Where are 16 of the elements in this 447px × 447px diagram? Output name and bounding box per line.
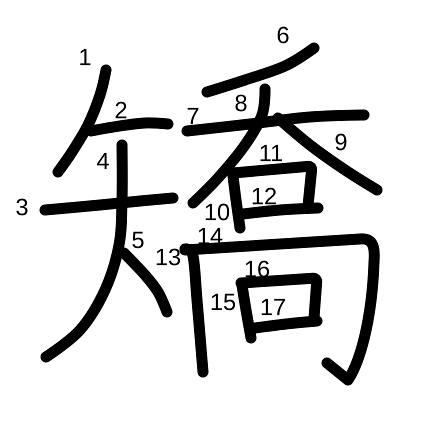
stroke-number: 5 bbox=[132, 232, 144, 248]
stroke-number: 1 bbox=[80, 48, 90, 66]
stroke-number: 2 bbox=[116, 102, 126, 118]
stroke-number: 9 bbox=[336, 134, 346, 150]
stroke-number: 7 bbox=[188, 108, 198, 124]
stroke-number: 17 bbox=[262, 298, 285, 316]
stroke-number: 15 bbox=[212, 294, 236, 310]
stroke-number: 16 bbox=[246, 260, 270, 278]
stroke-number: 12 bbox=[252, 188, 276, 204]
stroke-number: 8 bbox=[235, 94, 247, 112]
stroke-number: 4 bbox=[97, 152, 109, 170]
stroke-number: 11 bbox=[260, 144, 282, 162]
stroke-number: 10 bbox=[206, 204, 230, 220]
stroke-number: 13 bbox=[156, 248, 180, 266]
stroke-number: 3 bbox=[16, 198, 28, 216]
stroke-number: 6 bbox=[278, 26, 288, 44]
